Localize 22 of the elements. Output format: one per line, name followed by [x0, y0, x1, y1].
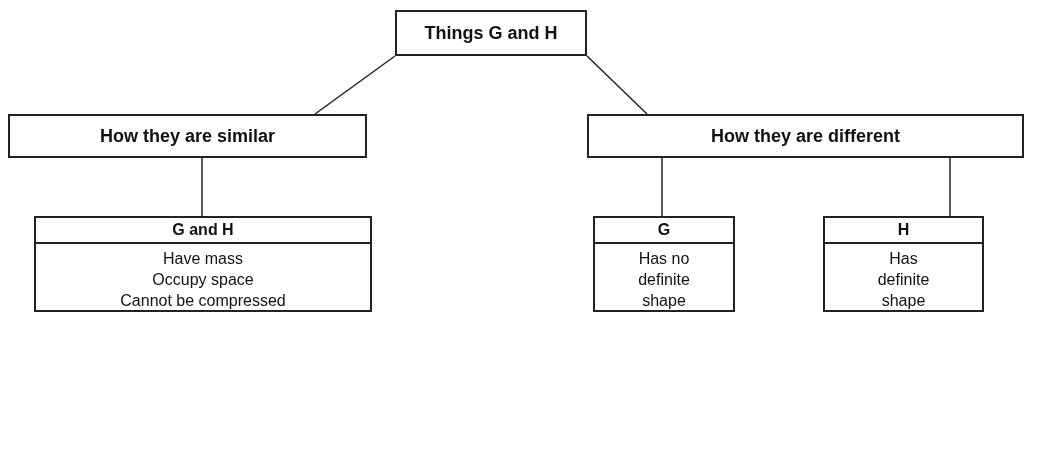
property-text: Has no definite shape [637, 249, 691, 311]
card-heading: G [595, 218, 733, 244]
property-text: Have mass [163, 249, 243, 269]
box-title: How they are similar [99, 125, 276, 147]
connector-line [314, 55, 396, 115]
card-heading: H [825, 218, 982, 244]
property-text: Occupy space [152, 270, 254, 290]
property-text: Has definite shape [876, 249, 931, 311]
box-title: How they are different [710, 125, 900, 147]
category-card [34, 216, 372, 312]
topic-box [395, 10, 587, 56]
connector-line [201, 157, 203, 217]
card-heading: G and H [36, 218, 370, 244]
category-card [593, 216, 735, 312]
connector-line [661, 157, 663, 217]
connector-line [586, 55, 648, 115]
topic-box [8, 114, 367, 158]
property-text: Cannot be compressed [120, 291, 286, 311]
connector-line [949, 157, 951, 217]
topic-box [587, 114, 1024, 158]
category-card [823, 216, 984, 312]
box-title: Things G and H [424, 22, 558, 44]
